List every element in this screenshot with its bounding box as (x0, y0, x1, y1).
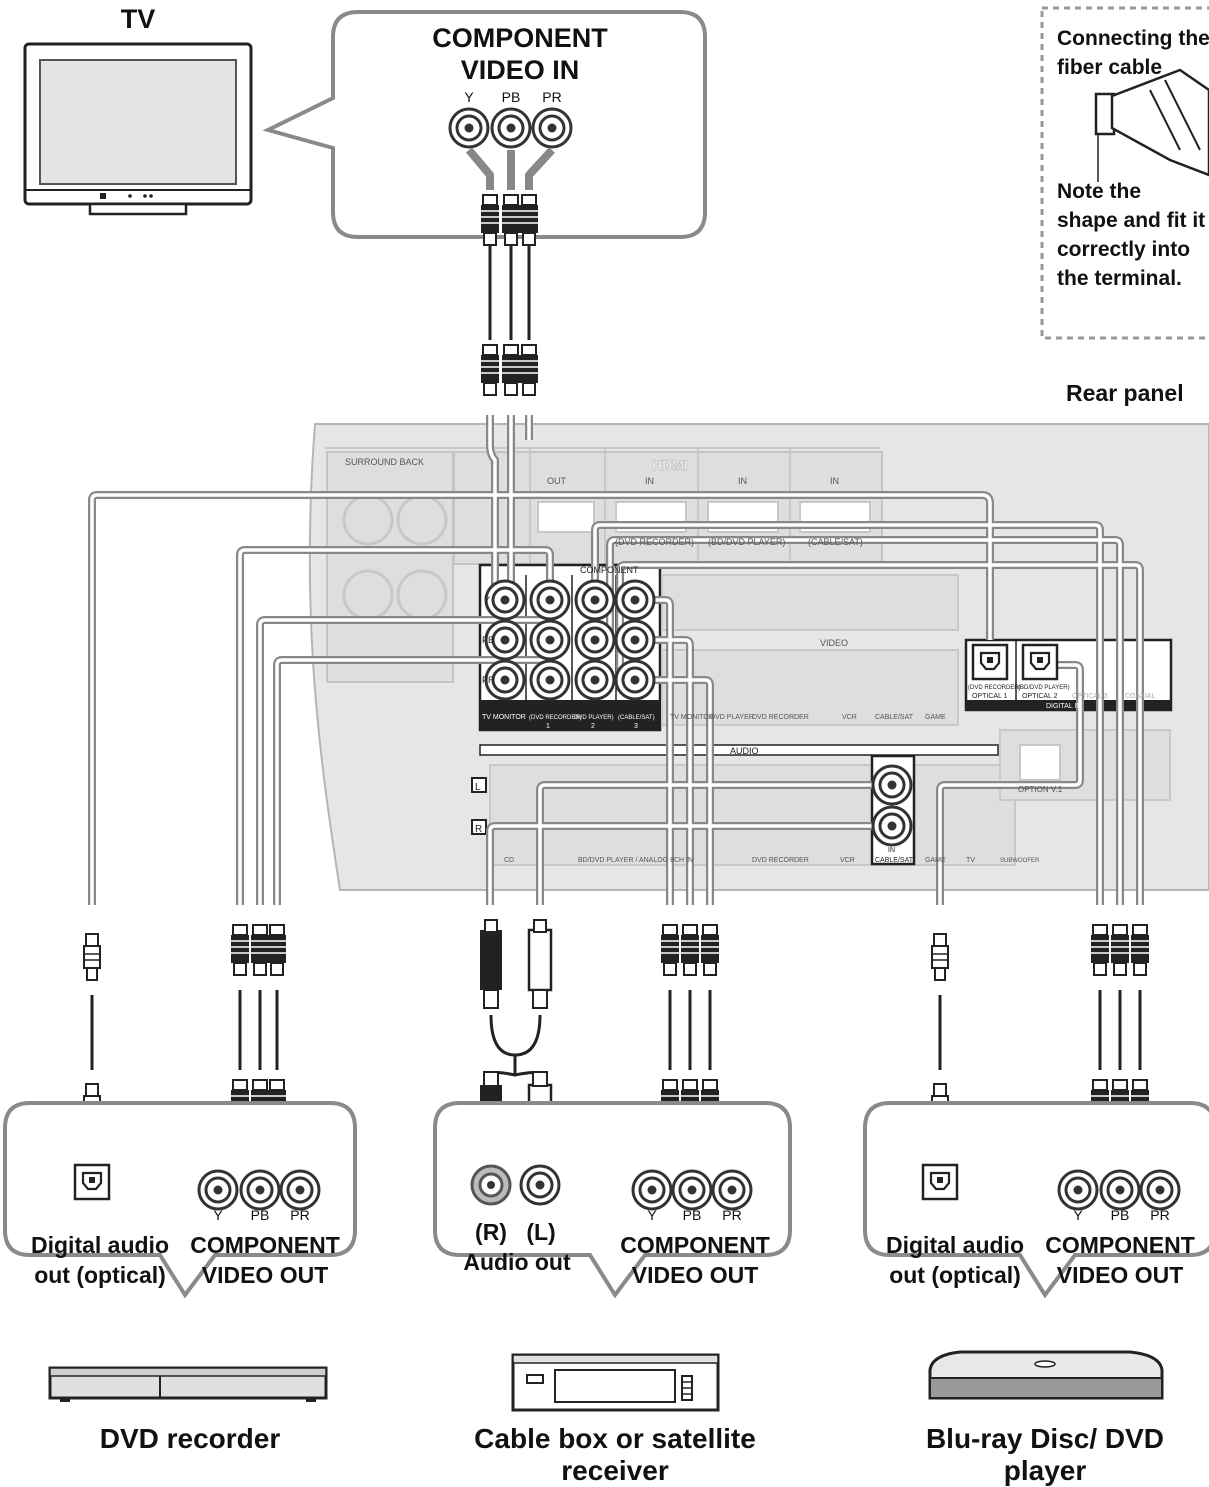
video-col-2: DVD PLAYER (710, 714, 754, 721)
video-col-4: VCR (842, 714, 857, 721)
bluray-optical-label: Digital audio out (optical) (880, 1230, 1030, 1290)
audio-col-8: SUBWOOFER (1000, 858, 1040, 864)
audio-col-5: CABLE/SAT (875, 857, 914, 864)
cable-box-icon (513, 1355, 718, 1410)
hdmi-source-3: (CABLE/SAT) (808, 537, 863, 547)
audio-col-2: BD/DVD PLAYER / ANALOG 8CH IN (578, 857, 693, 864)
dvd-recorder-jack-pr: PR (286, 1207, 314, 1223)
component-row-pr: PR (482, 675, 495, 685)
digital-source-1: (DVD RECORDER) (968, 685, 1021, 691)
fiber-note-title: Connecting the fiber cable (1057, 24, 1209, 84)
component-row-pb: PB (482, 635, 494, 645)
cable-box-jack-pr: PR (718, 1207, 746, 1223)
hdmi-out-label: OUT (547, 476, 567, 486)
hdmi-in-label-1: IN (645, 476, 654, 486)
fiber-note-text: Note the shape and fit it correctly into… (1057, 177, 1207, 293)
video-col-6: GAME (925, 714, 946, 721)
component-row-y: Y (484, 595, 490, 605)
component-header: COMPONENT (580, 565, 639, 575)
audio-right-label: R (475, 824, 482, 835)
component-num-2: 2 (591, 723, 595, 730)
tv-component-video-in-label: COMPONENT VIDEO IN (390, 22, 650, 86)
hdmi-in-label-3: IN (830, 476, 839, 486)
option-label: OPTION V.1 (1018, 785, 1063, 794)
rear-panel-label: Rear panel (1066, 378, 1184, 408)
tv-label: TV (108, 3, 168, 35)
hdmi-source-1: (DVD RECORDER) (615, 537, 694, 547)
cable-box-name: Cable box or satellite receiver (465, 1423, 765, 1487)
video-col-5: CABLE/SAT (875, 714, 914, 721)
cable-box-jack-y: Y (642, 1207, 662, 1223)
audio-col-1: CD (504, 857, 514, 864)
video-col-1: TV MONITOR (670, 714, 714, 721)
surround-back-label: SURROUND BACK (345, 457, 424, 467)
tv-icon (25, 44, 251, 214)
dvd-recorder-jack-y: Y (208, 1207, 228, 1223)
cable-box-audio-jack-r: (R) (470, 1217, 512, 1247)
component-sub-1: TV MONITOR (482, 714, 526, 721)
component-col-out: OUT (497, 702, 517, 712)
audio-col-4: VCR (840, 857, 855, 864)
cable-box-audio-jack-l: (L) (520, 1217, 562, 1247)
cable-box-component-label: COMPONENT VIDEO OUT (620, 1230, 770, 1290)
digital-header: DIGITAL IN (1046, 703, 1081, 710)
cable-box-audio-out-label: Audio out (452, 1247, 582, 1277)
bluray-player-icon (930, 1352, 1162, 1398)
digital-source-2: (BD/DVD PLAYER) (1018, 685, 1070, 691)
bluray-jack-y: Y (1068, 1207, 1088, 1223)
digital-port-3: OPTICAL 3 (1072, 693, 1108, 700)
component-col-in-1: IN (544, 702, 553, 712)
dvd-recorder-optical-label: Digital audio out (optical) (25, 1230, 175, 1290)
audio-col-3: DVD RECORDER (752, 857, 809, 864)
digital-port-2: OPTICAL 2 (1022, 693, 1058, 700)
audio-header: AUDIO (730, 746, 759, 756)
component-num-3: 3 (634, 723, 638, 730)
dvd-recorder-name: DVD recorder (50, 1423, 330, 1455)
bluray-component-label: COMPONENT VIDEO OUT (1045, 1230, 1195, 1290)
component-col-in-2: IN (590, 702, 599, 712)
audio-left-label: L (475, 782, 481, 793)
digital-port-4: COAXIAL (1125, 693, 1155, 700)
cable-box-jack-pb: PB (678, 1207, 706, 1223)
component-sub-4: (CABLE/SAT) (618, 715, 655, 721)
dvd-recorder-icon (50, 1368, 326, 1402)
tv-jack-pb-label: PB (497, 89, 525, 105)
hdmi-source-2: (BD/DVD PLAYER) (708, 537, 785, 547)
component-col-in-3: IN (630, 702, 639, 712)
bluray-jack-pb: PB (1106, 1207, 1134, 1223)
video-header: VIDEO (820, 638, 848, 648)
dvd-recorder-component-label: COMPONENT VIDEO OUT (190, 1230, 340, 1290)
audio-cable-in: IN (888, 847, 895, 854)
audio-col-7: TV (966, 857, 975, 864)
component-sub-3: DVD PLAYER) (574, 715, 614, 721)
digital-port-1: OPTICAL 1 (972, 693, 1008, 700)
audio-col-6: GAME (925, 857, 946, 864)
tv-component-jacks (450, 109, 571, 147)
component-num-1: 1 (546, 723, 550, 730)
hdmi-in-label-2: IN (738, 476, 747, 486)
video-col-3: DVD RECORDER (752, 714, 809, 721)
bluray-jack-pr: PR (1146, 1207, 1174, 1223)
tv-jack-pr-label: PR (538, 89, 566, 105)
tv-jack-y-label: Y (459, 89, 479, 105)
bluray-name: Blu-ray Disc/ DVD player (920, 1423, 1170, 1487)
dvd-recorder-jack-pb: PB (246, 1207, 274, 1223)
hdmi-logo: HDMI (652, 457, 688, 473)
